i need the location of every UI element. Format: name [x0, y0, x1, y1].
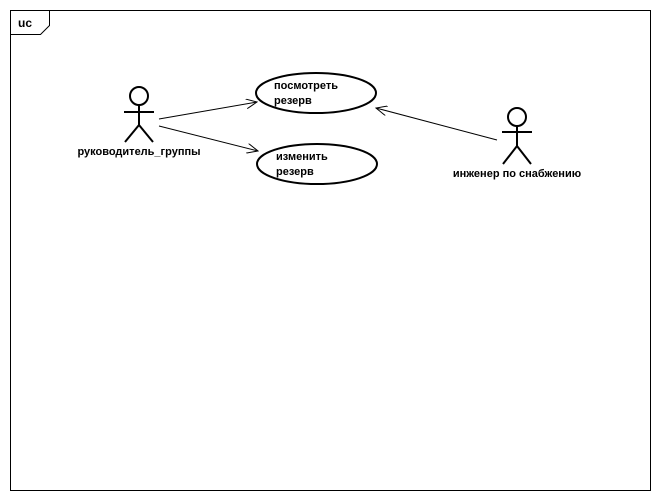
actor-group-leader[interactable]: руководитель_группы — [77, 86, 201, 158]
association-leader-change-reserve[interactable] — [158, 125, 258, 151]
use-case-label-line2: резерв — [276, 166, 314, 178]
actor-name-supply-engineer: инженер по снабжению — [453, 168, 581, 180]
actor-head — [507, 107, 527, 127]
diagram-frame — [10, 10, 651, 491]
association-engineer-view-reserve[interactable] — [376, 108, 498, 141]
use-case-change-reserve[interactable]: изменить резерв — [256, 143, 378, 185]
frame-tab — [10, 10, 50, 35]
actor-name-group-leader: руководитель_группы — [77, 146, 200, 158]
actor-leg-right — [516, 145, 532, 165]
actor-head — [129, 86, 149, 106]
actor-leg-right — [138, 124, 154, 143]
use-case-ellipse — [256, 143, 378, 185]
actor-leg-left — [502, 145, 518, 165]
actor-leg-left — [124, 124, 140, 143]
association-leader-view-reserve[interactable] — [158, 102, 257, 120]
use-case-label-line2: резерв — [274, 95, 312, 107]
actor-supply-engineer[interactable]: инженер по снабжению — [453, 107, 581, 180]
use-case-view-reserve[interactable]: посмотреть резерв — [255, 72, 377, 114]
frame-label: uc — [18, 16, 32, 30]
use-case-label-line1: посмотреть — [274, 80, 338, 92]
use-case-label-line1: изменить — [276, 151, 328, 163]
use-case-ellipse — [255, 72, 377, 114]
